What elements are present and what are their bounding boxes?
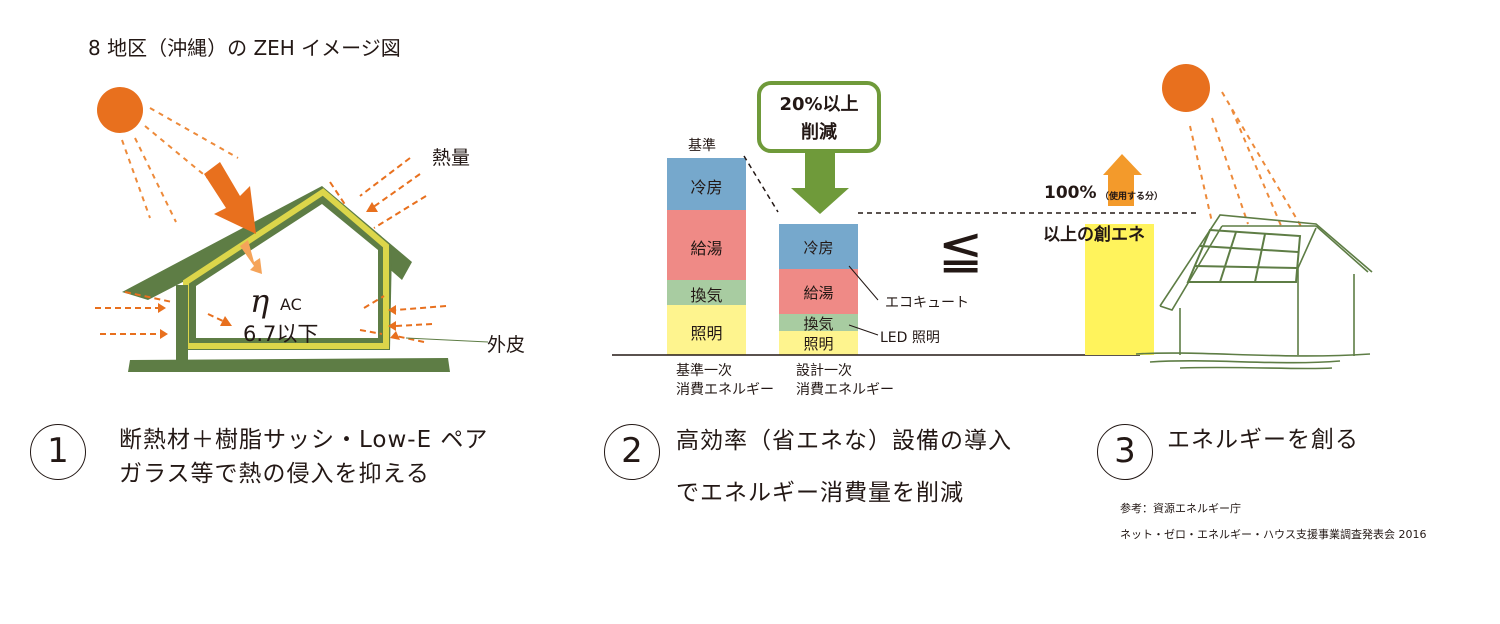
bar-segment-design-0 (779, 331, 858, 355)
bar-segment-standard-1 (667, 280, 746, 305)
segment-label-standard-3: 冷房 (690, 177, 723, 197)
segment-label-design-0: 照明 (803, 335, 834, 354)
source-note: 参考：資源エネルギー庁 ネット・ゼロ・エネルギー・ハウス支援事業調査発表会 20… (1120, 496, 1427, 548)
category-label-design-line2: 消費エネルギー (796, 382, 894, 398)
point-text-3: エネルギーを創る (1167, 423, 1359, 457)
point-2-line1: 高効率（省エネな）設備の導入 (676, 428, 1012, 454)
point-number-1: 1 (30, 424, 86, 480)
house-left-icon (122, 186, 450, 372)
bar-segment-design-2 (779, 269, 858, 314)
segment-label-standard-0: 照明 (690, 323, 723, 343)
generation-label: 以上の創エネ (1043, 225, 1145, 245)
point-2-line2: でエネルギー消費量を削減 (676, 480, 964, 506)
energy-bar-chart (667, 158, 858, 355)
category-label-standard: 基準一次 消費エネルギー (676, 362, 774, 400)
skin-leader-line (405, 337, 489, 343)
category-label-standard-line2: 消費エネルギー (676, 382, 774, 398)
callout-led: LED 照明 (880, 330, 940, 346)
source-line1: 参考：資源エネルギー庁 (1120, 502, 1241, 515)
category-label-standard-line1: 基準一次 (676, 363, 732, 379)
reduction-callout-box: 20%以上 削減 (757, 81, 881, 153)
point-text-2: 高効率（省エネな）設備の導入 でエネルギー消費量を削減 (676, 415, 1012, 519)
segment-label-design-2: 給湯 (803, 283, 834, 302)
reduction-label-line2: 削減 (801, 122, 837, 143)
ecocute-leader-line (848, 265, 879, 301)
led-leader-line (848, 324, 879, 336)
eta-value: 6.7以下 (243, 322, 319, 346)
callout-ecocute: エコキュート (885, 295, 969, 311)
skin-label: 外皮 (487, 334, 526, 356)
bar-segment-design-1 (779, 314, 858, 331)
generation-note: （使用する分） (1100, 192, 1164, 202)
segment-label-design-1: 換気 (803, 314, 834, 333)
point-3-line1: エネルギーを創る (1167, 427, 1359, 453)
eta-subscript: AC (280, 295, 302, 314)
reduction-label-line1: 20%以上 (779, 94, 859, 115)
page-title: 8 地区（沖縄）の ZEH イメージ図 (88, 36, 401, 60)
point-number-3: 3 (1097, 424, 1153, 480)
segment-label-standard-2: 給湯 (690, 238, 723, 258)
bar-segment-design-3 (779, 224, 858, 269)
reduction-dashed-diagonal (743, 155, 779, 213)
generation-up-arrow-icon (1103, 154, 1142, 206)
segment-label-standard-1: 換気 (690, 286, 723, 306)
solar-panel-icon (1186, 228, 1302, 283)
source-line2: ネット・ゼロ・エネルギー・ハウス支援事業調査発表会 2016 (1120, 528, 1427, 541)
heat-label: 熱量 (432, 147, 471, 169)
eta-symbol: η (250, 282, 270, 320)
bar-segment-standard-2 (667, 210, 746, 280)
generation-bar (1085, 224, 1154, 355)
point-1-line2: ガラス等で熱の侵入を抑える (119, 461, 430, 487)
point-number-2: 2 (604, 424, 660, 480)
segment-label-design-3: 冷房 (803, 238, 834, 257)
sun-left-icon (97, 87, 143, 133)
sun-right-icon (1162, 64, 1210, 112)
sunlight-rays-right (1189, 91, 1303, 229)
house-right-icon (1135, 214, 1373, 370)
standard-bar-top-label: 基準 (688, 138, 716, 154)
point-1-line1: 断熱材＋樹脂サッシ・Low-E ペア (119, 427, 489, 453)
point-text-1: 断熱材＋樹脂サッシ・Low-E ペア ガラス等で熱の侵入を抑える (119, 423, 488, 491)
generation-percent: 100% (1044, 183, 1097, 203)
category-label-design: 設計一次 消費エネルギー (796, 362, 894, 400)
bar-segment-standard-3 (667, 158, 746, 210)
category-label-design-line1: 設計一次 (796, 363, 852, 379)
less-equal-symbol: ≦ (938, 218, 984, 281)
bar-segment-standard-0 (667, 305, 746, 355)
heat-arrows-left (95, 157, 447, 343)
reduction-down-arrow-icon (791, 152, 849, 214)
